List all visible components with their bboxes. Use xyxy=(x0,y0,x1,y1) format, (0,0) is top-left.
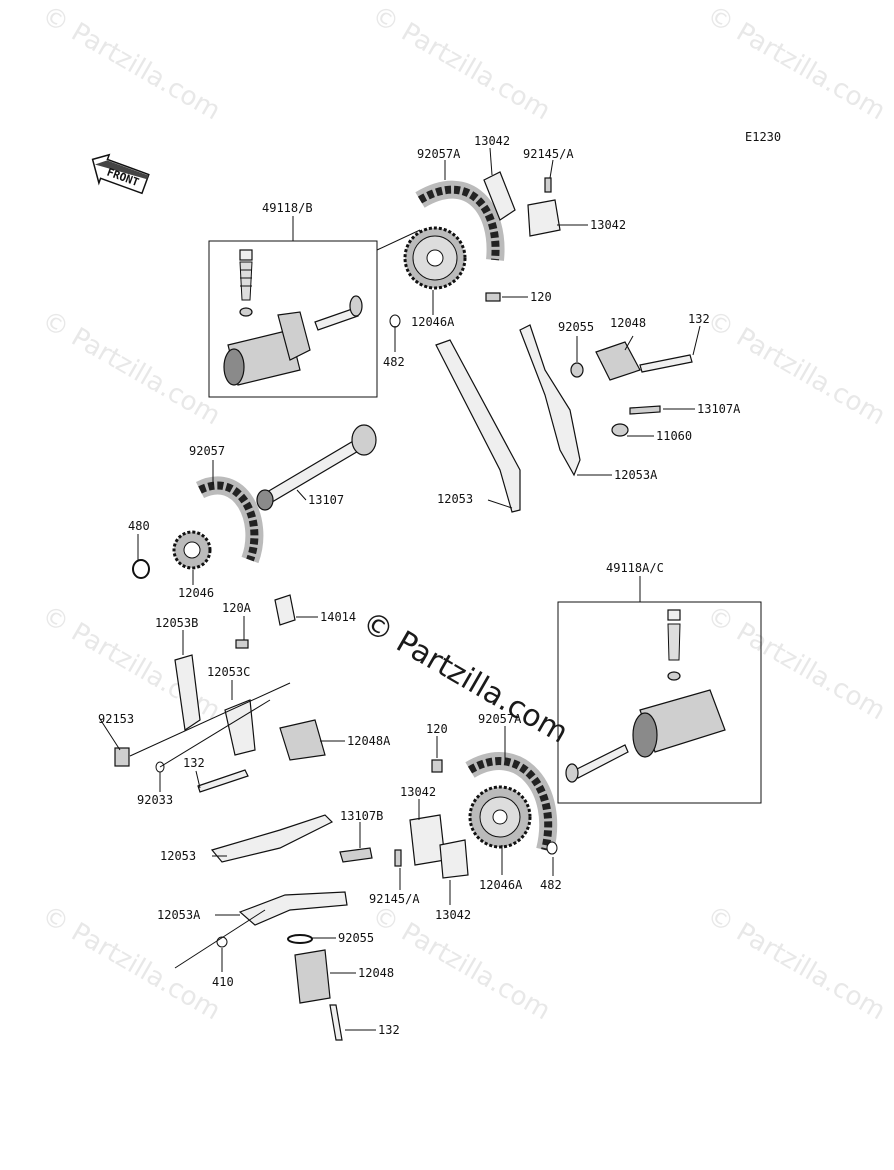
label-12053-mid: 12053 xyxy=(437,492,473,506)
label-12046A-bot: 12046A xyxy=(479,878,523,892)
label-92055-bot: 92055 xyxy=(338,931,374,945)
tensioner-lower xyxy=(287,934,343,1041)
label-120-bot: 120 xyxy=(426,722,448,736)
chain-guide-upper xyxy=(435,324,581,513)
weights-upper xyxy=(389,171,561,328)
watermark: © Partzilla.com xyxy=(37,305,226,431)
label-13042-bot: 13042 xyxy=(400,785,436,799)
shaft-13107 xyxy=(256,424,377,511)
label-13107: 13107 xyxy=(308,493,344,507)
label-92057A-top: 92057A xyxy=(417,147,461,161)
guide-parts-mid xyxy=(114,594,326,793)
label-92055-top: 92055 xyxy=(558,320,594,334)
label-92033: 92033 xyxy=(137,793,173,807)
part-labels: 92057A 13042 92145/A 13042 49118/B 120 1… xyxy=(98,134,741,1037)
sprocket-lower xyxy=(468,785,532,849)
center-watermark: © Partzilla.com xyxy=(356,605,574,751)
label-12053A-bot: 12053A xyxy=(157,908,201,922)
label-482-top: 482 xyxy=(383,355,405,369)
label-132-mid: 132 xyxy=(183,756,205,770)
label-12048-top: 12048 xyxy=(610,316,646,330)
chain-guides-lower xyxy=(210,814,373,948)
watermark: © Partzilla.com xyxy=(702,900,891,1026)
label-49118AC: 49118A/C xyxy=(606,561,664,575)
label-480: 480 xyxy=(128,519,150,533)
watermark: © Partzilla.com xyxy=(367,0,556,126)
label-132-top: 132 xyxy=(688,312,710,326)
watermark: © Partzilla.com xyxy=(37,0,226,126)
watermark: © Partzilla.com xyxy=(702,0,891,126)
label-49118B: 49118/B xyxy=(262,201,313,215)
label-13042-bot2: 13042 xyxy=(435,908,471,922)
camshaft-upper xyxy=(223,249,363,386)
label-12046A-top: 12046A xyxy=(411,315,455,329)
label-12053C: 12053C xyxy=(207,665,250,679)
circlip-480 xyxy=(132,559,150,579)
watermark: © Partzilla.com xyxy=(702,600,891,726)
sprocket-12046 xyxy=(172,530,212,570)
leader-lines xyxy=(99,147,701,1031)
label-12048A: 12048A xyxy=(347,734,391,748)
label-92057: 92057 xyxy=(189,444,225,458)
label-92057A-bot: 92057A xyxy=(478,712,522,726)
label-410: 410 xyxy=(212,975,234,989)
label-12048-bot: 12048 xyxy=(358,966,394,980)
front-arrow-icon: FRONT xyxy=(91,153,150,195)
tensioner-upper xyxy=(570,341,693,437)
weights-lower xyxy=(394,759,558,879)
label-12053B: 12053B xyxy=(155,616,198,630)
label-11060: 11060 xyxy=(656,429,692,443)
label-13107A: 13107A xyxy=(697,402,741,416)
label-120A: 120A xyxy=(222,601,252,615)
label-12053A-top: 12053A xyxy=(614,468,658,482)
label-92145A-bot: 92145/A xyxy=(369,892,420,906)
camshaft-group-box-lower xyxy=(557,601,762,804)
label-13042-right: 13042 xyxy=(590,218,626,232)
label-13042-top: 13042 xyxy=(474,134,510,148)
label-132-bot: 132 xyxy=(378,1023,400,1037)
label-92153: 92153 xyxy=(98,712,134,726)
label-12053-bot: 12053 xyxy=(160,849,196,863)
sprocket-upper xyxy=(403,226,467,290)
label-92145A-top: 92145/A xyxy=(523,147,574,161)
label-14014: 14014 xyxy=(320,610,356,624)
camshaft-lower xyxy=(565,609,726,783)
label-120-top: 120 xyxy=(530,290,552,304)
label-482-bot: 482 xyxy=(540,878,562,892)
label-12046: 12046 xyxy=(178,586,214,600)
diagram-code: E1230 xyxy=(745,130,781,144)
label-13107B: 13107B xyxy=(340,809,383,823)
